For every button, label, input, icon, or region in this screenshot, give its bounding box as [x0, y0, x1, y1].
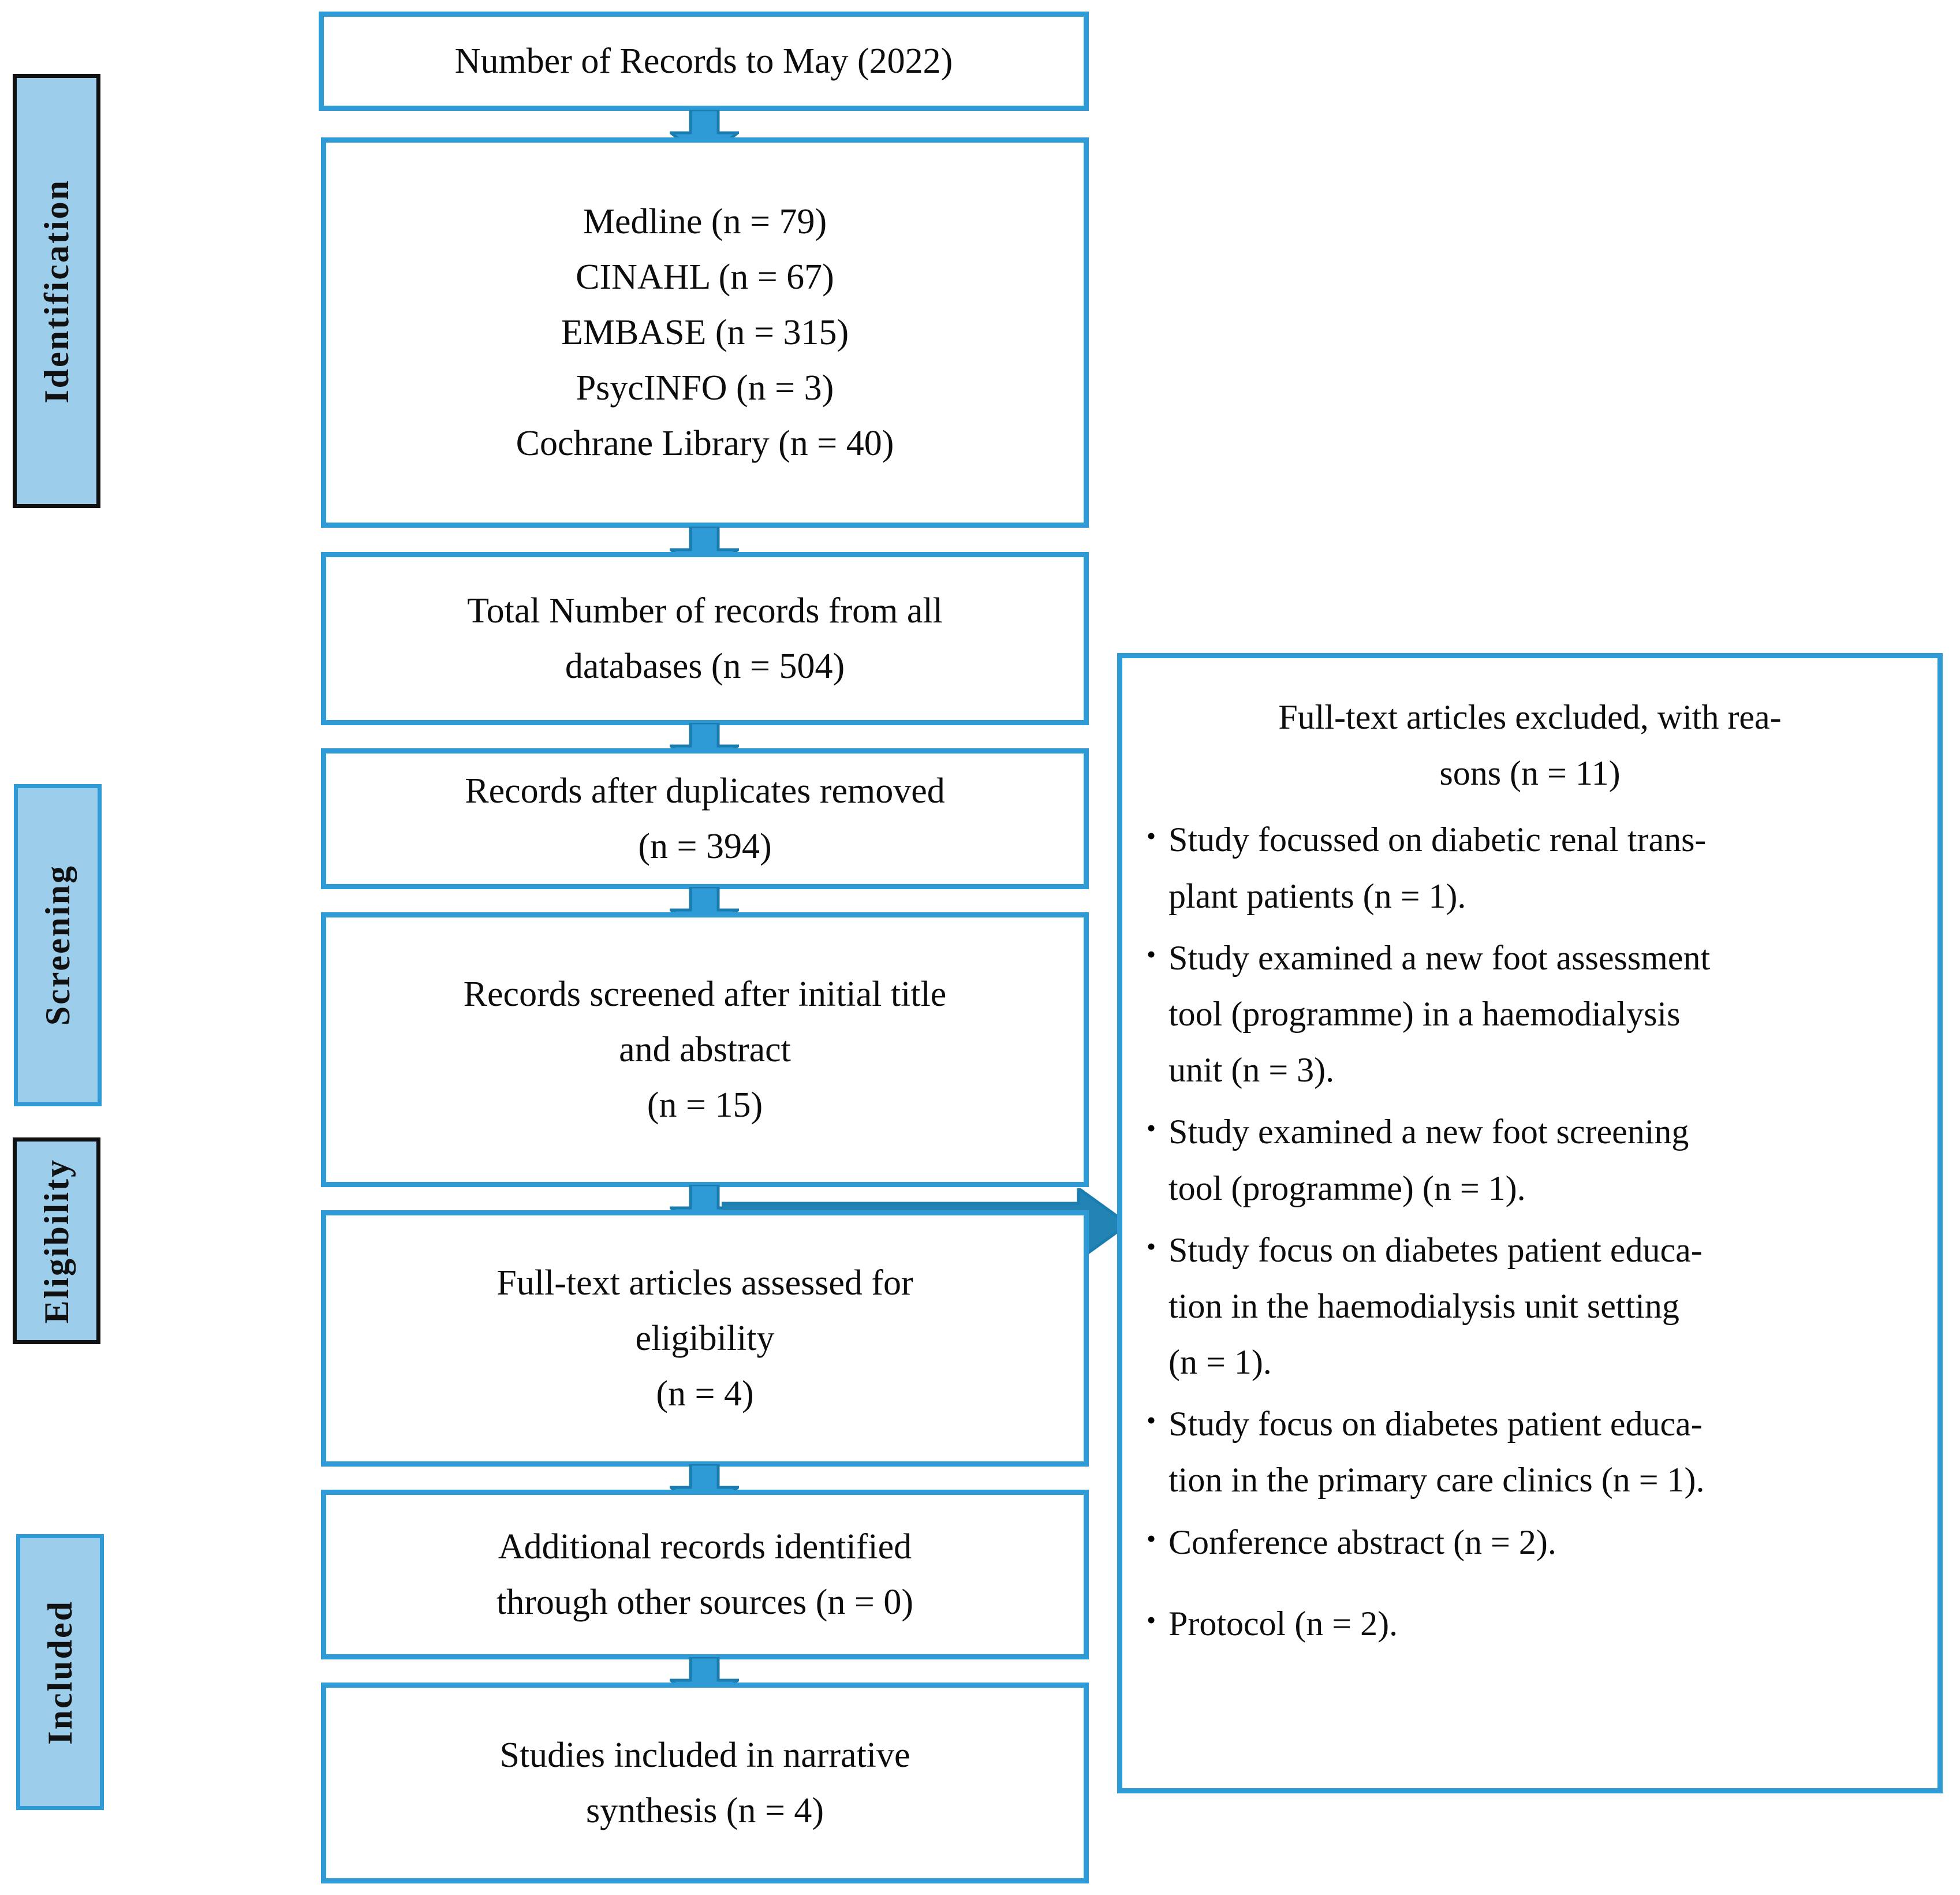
reason-2-line-0: Study examined a new foot screening	[1168, 1113, 1689, 1151]
box-records-to-date: Number of Records to May (2022)	[319, 12, 1089, 111]
list-item: • Study focus on diabetes patient educa-…	[1142, 1222, 1918, 1391]
stage-eligibility: Eligibility	[13, 1137, 100, 1344]
reason-1-line-2: unit (n = 3).	[1168, 1051, 1335, 1090]
stage-included-label: Included	[40, 1599, 79, 1745]
reason-4-line-1: tion in the primary care clinics (n = 1)…	[1168, 1461, 1705, 1499]
stage-eligibility-label: Eligibility	[37, 1158, 76, 1324]
stage-identification: Identification	[13, 74, 100, 508]
box-records-to-date-line-0: Number of Records to May (2022)	[454, 41, 953, 81]
bullet-icon: •	[1147, 1605, 1156, 1635]
stage-screening: Screening	[14, 784, 102, 1106]
reason-2-line-1: tool (programme) (n = 1).	[1168, 1169, 1526, 1207]
stage-included: Included	[16, 1534, 104, 1810]
duplicates-line-1: (n = 394)	[638, 827, 772, 866]
db-line-psycinfo: PsycINFO (n = 3)	[576, 368, 834, 408]
box-database-counts: Medline (n = 79) CINAHL (n = 67) EMBASE …	[321, 137, 1089, 528]
excluded-heading-line-0: Full-text articles excluded, with rea-	[1278, 698, 1782, 736]
list-item: • Protocol (n = 2).	[1142, 1596, 1918, 1652]
total-records-line-1: databases (n = 504)	[565, 647, 845, 686]
fulltext-assessed-line-2: (n = 4)	[656, 1374, 754, 1414]
total-records-line-0: Total Number of records from all	[467, 591, 943, 631]
reason-5-line-0: Conference abstract (n = 2).	[1168, 1523, 1556, 1561]
box-studies-included: Studies included in narrative synthesis …	[321, 1683, 1089, 1883]
studies-included-line-1: synthesis (n = 4)	[585, 1791, 824, 1830]
box-duplicates-removed: Records after duplicates removed (n = 39…	[321, 748, 1089, 889]
excluded-heading: Full-text articles excluded, with rea- s…	[1157, 689, 1903, 801]
additional-records-line-0: Additional records identified	[498, 1527, 912, 1566]
reason-6-line-0: Protocol (n = 2).	[1168, 1604, 1398, 1643]
reason-1-line-1: tool (programme) in a haemodialysis	[1168, 994, 1681, 1033]
box-records-screened: Records screened after initial title and…	[321, 912, 1089, 1187]
db-line-embase: EMBASE (n = 315)	[561, 312, 849, 352]
stage-screening-label: Screening	[38, 864, 77, 1026]
records-screened-line-2: (n = 15)	[647, 1085, 763, 1125]
reason-3-line-2: (n = 1).	[1168, 1343, 1272, 1382]
reason-3-line-0: Study focus on diabetes patient educa-	[1168, 1230, 1703, 1269]
box-excluded-with-reasons: Full-text articles excluded, with rea- s…	[1117, 653, 1943, 1793]
db-line-cinahl: CINAHL (n = 67)	[576, 257, 834, 297]
bullet-icon: •	[1147, 1405, 1156, 1435]
bullet-icon: •	[1147, 939, 1156, 969]
box-total-records: Total Number of records from all databas…	[321, 552, 1089, 725]
fulltext-assessed-line-1: eligibility	[635, 1318, 775, 1358]
excluded-reasons-list: • Study focussed on diabetic renal trans…	[1142, 812, 1918, 1652]
additional-records-line-1: through other sources (n = 0)	[496, 1583, 913, 1622]
reason-3-line-1: tion in the haemodialysis unit setting	[1168, 1286, 1679, 1325]
list-item: • Study examined a new foot screening to…	[1142, 1104, 1918, 1216]
records-screened-line-0: Records screened after initial title	[463, 974, 947, 1014]
list-item: • Study examined a new foot assessment t…	[1142, 930, 1918, 1099]
bullet-icon: •	[1147, 1113, 1156, 1143]
db-line-cochrane: Cochrane Library (n = 40)	[516, 424, 894, 464]
list-item: • Conference abstract (n = 2).	[1142, 1514, 1918, 1571]
list-item: • Study focus on diabetes patient educa-…	[1142, 1396, 1918, 1508]
reason-0-line-0: Study focussed on diabetic renal trans-	[1168, 820, 1707, 859]
records-screened-line-1: and abstract	[619, 1029, 791, 1069]
reason-4-line-0: Study focus on diabetes patient educa-	[1168, 1405, 1703, 1443]
list-item: • Study focussed on diabetic renal trans…	[1142, 812, 1918, 924]
bullet-icon: •	[1147, 1231, 1156, 1261]
fulltext-assessed-line-0: Full-text articles assessed for	[496, 1263, 913, 1303]
reason-0-line-1: plant patients (n = 1).	[1168, 876, 1466, 915]
stage-identification-label: Identification	[37, 178, 76, 404]
box-fulltext-assessed: Full-text articles assessed for eligibil…	[321, 1210, 1089, 1467]
studies-included-line-0: Studies included in narrative	[499, 1735, 910, 1775]
db-line-medline: Medline (n = 79)	[583, 202, 827, 241]
bullet-icon: •	[1147, 821, 1156, 851]
box-additional-records: Additional records identified through ot…	[321, 1490, 1089, 1659]
duplicates-line-0: Records after duplicates removed	[465, 771, 945, 811]
reason-1-line-0: Study examined a new foot assessment	[1168, 938, 1711, 977]
bullet-icon: •	[1147, 1523, 1156, 1553]
excluded-heading-line-1: sons (n = 11)	[1439, 754, 1621, 793]
